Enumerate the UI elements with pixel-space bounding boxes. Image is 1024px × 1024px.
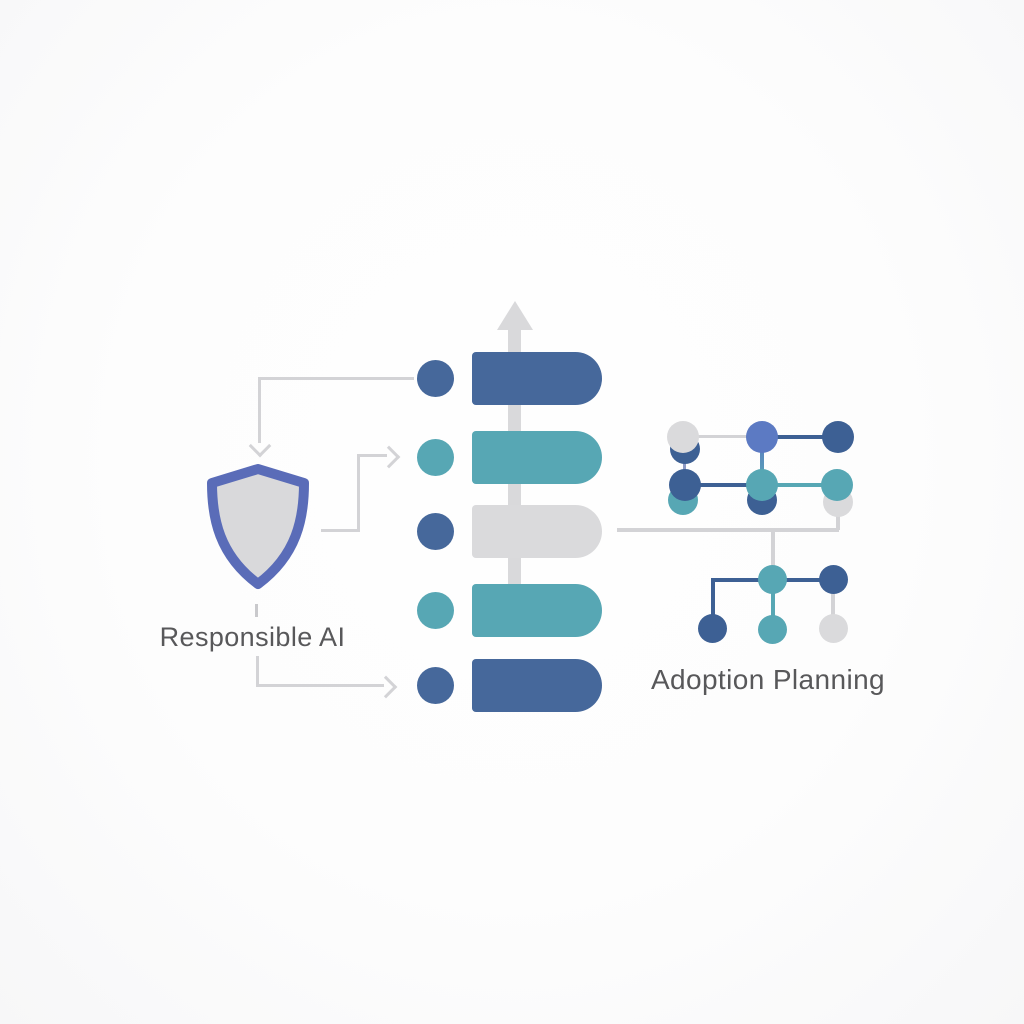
grid-node [821, 469, 853, 501]
connector-mid-horizontal-lower [321, 529, 360, 532]
arrowhead-right-icon [374, 675, 398, 699]
shield-icon [207, 464, 309, 589]
tree-node [698, 614, 727, 643]
connector-right-vertical-up [836, 514, 840, 530]
tree-edge [771, 590, 775, 620]
grid-edge [685, 483, 762, 487]
grid-node [667, 421, 699, 453]
left-label: Responsible AI [159, 622, 346, 652]
step-bar [472, 584, 602, 637]
step-dot [417, 360, 454, 397]
grid-edge [762, 435, 838, 439]
grid-edge [762, 483, 837, 487]
grid-edge [683, 446, 686, 486]
step-dot [417, 667, 454, 704]
tree-edge [831, 590, 835, 618]
connector-top-vertical [258, 377, 261, 443]
connector-right-horizontal [617, 528, 839, 532]
connector-mid-horizontal-upper [357, 454, 387, 457]
connector-top-horizontal [258, 377, 414, 380]
up-arrow-icon [497, 301, 533, 330]
grid-edge [760, 437, 764, 485]
grid-node [822, 421, 854, 453]
right-label: Adoption Planning [650, 664, 886, 695]
grid-node [746, 469, 778, 501]
step-dot [417, 513, 454, 550]
tree-node [758, 615, 787, 644]
arrowhead-right-icon [377, 445, 401, 469]
step-bar [472, 431, 602, 484]
connector-right-vertical-down [771, 530, 775, 568]
connector-bottom-dash [255, 604, 258, 617]
grid-node [669, 469, 701, 501]
tree-edge [711, 578, 715, 618]
step-dot [417, 439, 454, 476]
step-bar [472, 505, 602, 558]
step-dot [417, 592, 454, 629]
tree-node [819, 614, 848, 643]
step-bar [472, 352, 602, 405]
grid-node [746, 421, 778, 453]
connector-mid-vertical [357, 454, 360, 532]
step-bar [472, 659, 602, 712]
connector-bottom-vertical [256, 656, 259, 687]
connector-bottom-horizontal [256, 684, 384, 687]
grid-edge [683, 435, 762, 438]
arrowhead-down-icon [248, 434, 272, 458]
tree-node [819, 565, 848, 594]
tree-node-hub [758, 565, 787, 594]
